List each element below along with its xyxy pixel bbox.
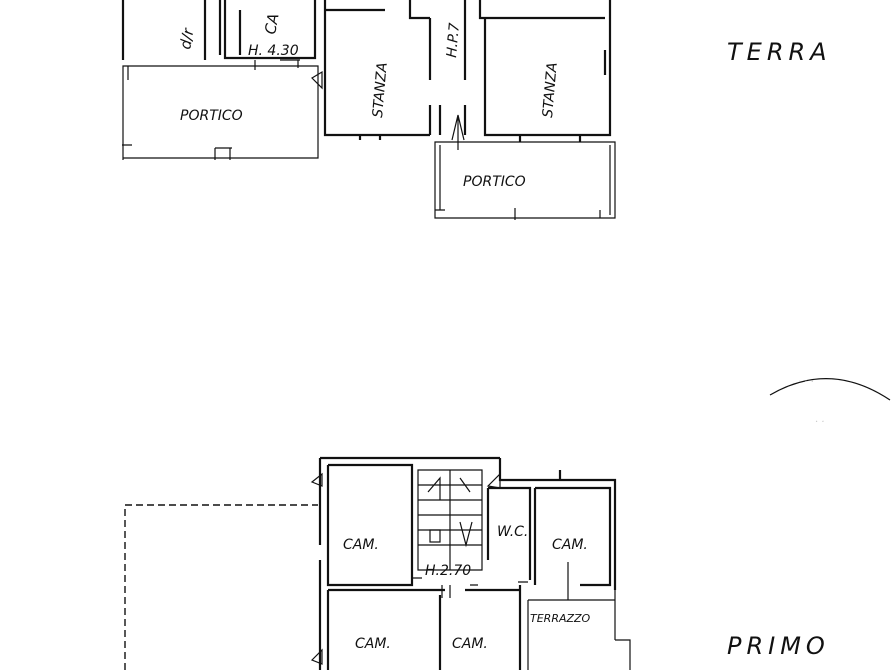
ground-floor-plan: d/r CA H. 4.30 PORTICO STANZA H.P.7 STAN… — [121, 0, 616, 220]
first-floor-plan: CAM. W.C. CAM. H.2.70 TERRAZZO CAM. CAM. — [124, 456, 631, 670]
room-label-portico-left: PORTICO — [180, 108, 243, 124]
left-portico-ticks — [122, 59, 300, 149]
first-floor-outer-walls — [318, 456, 617, 670]
lower-rooms-walls — [326, 585, 522, 670]
room-label-cam-4: CAM. — [452, 636, 488, 652]
height-label-left: H. 4.30 — [248, 43, 299, 59]
center-corridor-walls — [438, 0, 485, 135]
floor-title-terra: TERRA — [727, 38, 832, 66]
svg-text:· · ·: · · · — [798, 377, 814, 388]
height-label-center: H.P.7 — [444, 22, 463, 58]
stair-block — [417, 469, 483, 571]
room-label-stanza-b: STANZA — [540, 62, 561, 119]
height-label-first: H.2.70 — [425, 563, 471, 579]
stair-wedge-bottom — [310, 648, 323, 665]
stair-wedge — [311, 70, 323, 90]
room-label-terrazzo: TERRAZZO — [530, 612, 591, 625]
stanza-b-walls — [483, 0, 612, 142]
svg-text:· ·: · · — [815, 417, 825, 428]
corridor-ticks — [412, 577, 528, 598]
room-label-cam-1: CAM. — [343, 537, 379, 553]
cam-3-walls — [533, 486, 612, 587]
room-label-stanza-a: STANZA — [370, 62, 391, 119]
left-partial-walls — [121, 0, 222, 60]
floor-title-primo: PRIMO — [727, 632, 830, 660]
terrazzo-outline — [527, 590, 631, 670]
room-label-cam-2: CAM. — [355, 636, 391, 652]
room-label-ca: CA — [261, 12, 282, 36]
ca-room-walls — [223, 0, 317, 60]
entry-arrow — [451, 114, 465, 150]
dashed-roof-outline — [124, 504, 318, 670]
room-label-portico-right: PORTICO — [463, 174, 526, 190]
stanza-a-walls — [323, 0, 432, 140]
room-label-cam-3: CAM. — [552, 537, 588, 553]
room-label-wc: W.C. — [497, 524, 528, 540]
stair-wedge-top — [310, 472, 323, 487]
cam-1-walls — [326, 463, 414, 587]
room-label-left-partial: d/r — [176, 26, 197, 50]
faint-stamp-mark: · · · · · — [769, 377, 891, 428]
right-portico-inner — [439, 145, 611, 215]
wc-walls — [486, 486, 532, 580]
left-portico-outline — [122, 65, 319, 160]
stair-wedge-top-right — [486, 472, 501, 489]
